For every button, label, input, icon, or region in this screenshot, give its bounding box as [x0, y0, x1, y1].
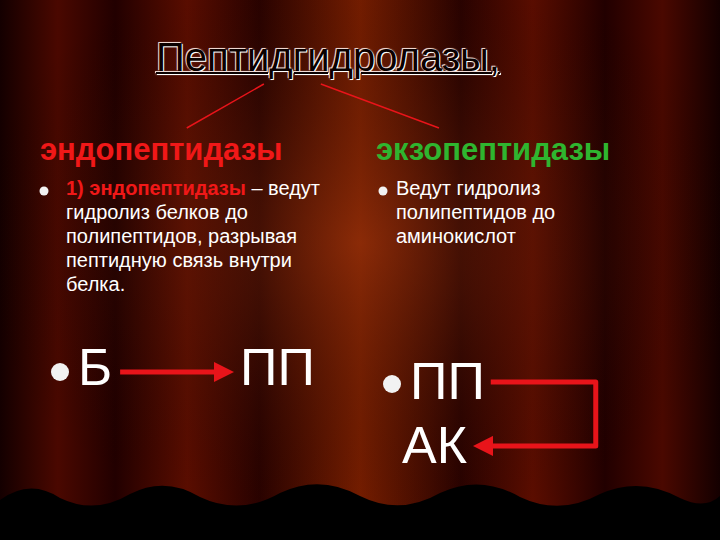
category-heading: эндопептидазы — [34, 128, 289, 172]
node-text: ПП — [410, 352, 485, 412]
node-text: эндопептидазы — [40, 132, 283, 168]
term-highlight: 1) эндопептидазы — [66, 177, 246, 199]
substance-term: АК — [396, 412, 473, 480]
reaction-arrow — [479, 382, 596, 446]
substance-term: ПП — [404, 348, 491, 416]
substance-term: ПП — [234, 334, 321, 402]
bullet — [379, 187, 388, 196]
title-node: Пептидгидролазы, — [150, 30, 506, 84]
node-text: Б — [78, 338, 112, 398]
node-text: Пептидгидролазы, — [156, 34, 500, 80]
bullet — [383, 375, 401, 393]
branch-line — [321, 84, 439, 128]
node-text: экзопептидазы — [376, 132, 610, 168]
bullet — [40, 187, 49, 196]
bullet — [51, 363, 69, 381]
description-text: Ведут гидролиз полипептидов до аминокисл… — [396, 176, 611, 248]
substance-term: Б — [72, 334, 118, 402]
node-text: АК — [402, 416, 467, 476]
reaction-arrow — [120, 369, 228, 374]
description-text: 1) эндопептидазы – ведут гидролиз белков… — [66, 176, 341, 296]
curtain-hem — [0, 484, 720, 540]
node-text: ПП — [240, 338, 315, 398]
category-heading: экзопептидазы — [370, 128, 616, 172]
branch-line — [187, 84, 264, 128]
description-line: Ведут гидролиз полипептидов до аминокисл… — [396, 177, 555, 247]
